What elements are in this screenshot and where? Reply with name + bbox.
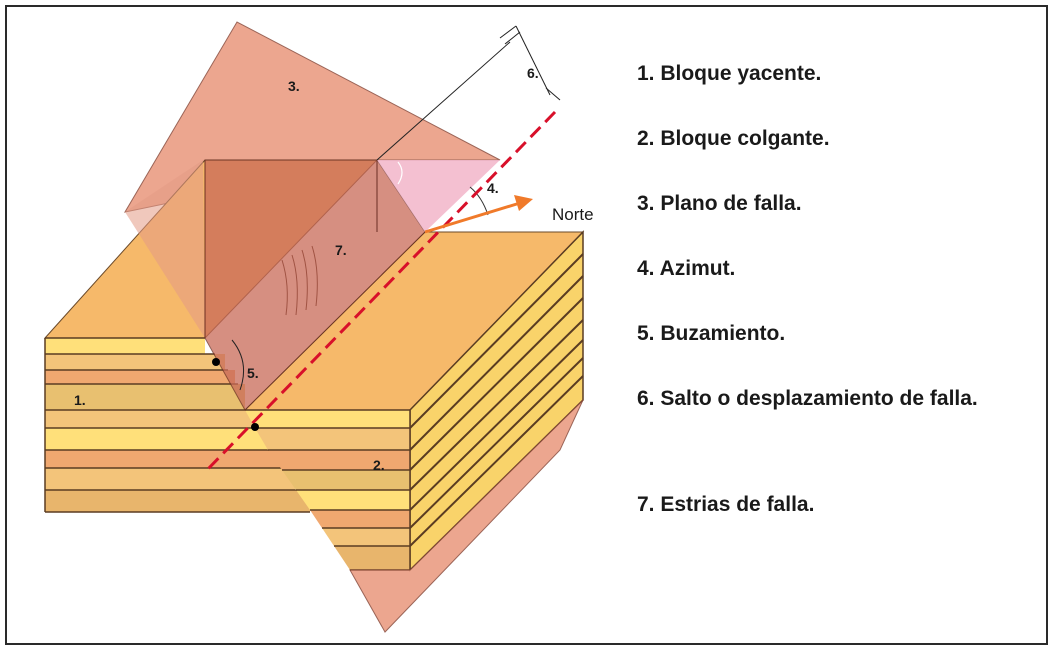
- striae-marks: [281, 245, 318, 316]
- label-4: 4.: [487, 180, 499, 196]
- label-2: 2.: [373, 457, 385, 473]
- label-7: 7.: [335, 242, 347, 258]
- legend-item-7: 7. Estrias de falla.: [637, 493, 815, 516]
- legend-item-5: 5. Buzamiento.: [637, 322, 786, 345]
- north-arrow-shaft: [424, 201, 521, 234]
- legend-item-1: 1. Bloque yacente.: [637, 62, 822, 85]
- dip-point-upper: [212, 358, 220, 366]
- legend: 1. Bloque yacente. 2. Bloque colgante. 3…: [637, 62, 1042, 558]
- legend-item-4: 4. Azimut.: [637, 257, 736, 280]
- fault-plane-lower: [349, 399, 584, 633]
- throw-bracket: [376, 25, 561, 161]
- legend-item-6: 6. Salto o desplazamiento de falla.: [637, 387, 978, 410]
- dip-angle-arc: [231, 339, 245, 391]
- north-label: Norte: [552, 205, 594, 224]
- azimuth-wedge: [377, 160, 500, 232]
- label-5: 5.: [247, 365, 259, 381]
- hanging-wall-block: [243, 230, 585, 572]
- legend-item-2: 2. Bloque colgante.: [637, 127, 830, 150]
- label-3: 3.: [288, 78, 300, 94]
- legend-item-3: 3. Plano de falla.: [637, 192, 802, 215]
- label-1: 1.: [74, 392, 86, 408]
- dip-point-lower: [251, 423, 259, 431]
- north-arrow-head: [514, 195, 533, 211]
- label-6: 6.: [527, 65, 539, 81]
